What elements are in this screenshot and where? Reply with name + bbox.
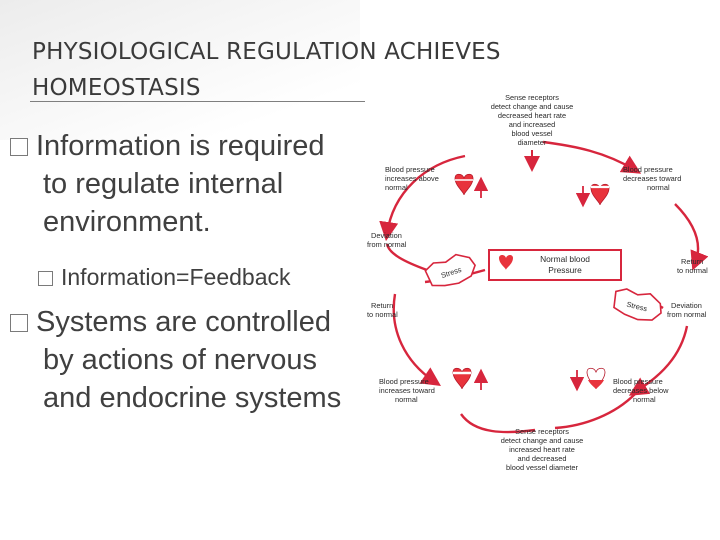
stress-badge: Stress (613, 288, 662, 321)
receptor-text: detect change and cause (491, 102, 574, 111)
bp-text: Blood pressure (623, 165, 673, 174)
bullet-square-icon (10, 138, 28, 156)
title-line-1: PHYSIOLOGICAL REGULATION ACHIEVES (32, 39, 501, 65)
bullet-line: Information is required (36, 130, 325, 162)
return-text: Return (371, 301, 393, 310)
receptor-text: diameter (518, 138, 547, 147)
bp-text: normal (385, 183, 408, 192)
loop-arrow (554, 393, 636, 430)
bp-text: Blood pressure (379, 377, 429, 386)
bullet-line: environment. (43, 206, 211, 238)
heart-icon (454, 173, 474, 196)
loop-arrow (379, 154, 466, 242)
loop-arrow (460, 413, 536, 434)
return-text: to normal (677, 266, 708, 275)
title-line-2: HOMEOSTASIS (32, 75, 201, 101)
normal-bp-label: Normal blood (540, 254, 590, 264)
deviation-text: from normal (667, 310, 707, 319)
bullet-line: by actions of nervous (43, 344, 318, 376)
normal-bp-label: Pressure (548, 265, 582, 275)
bullet-square-icon (10, 314, 28, 332)
deviation-text: from normal (367, 240, 407, 249)
loop-arrow (392, 293, 441, 386)
loop-arrow (385, 243, 428, 272)
deviation-text: Deviation (371, 231, 402, 240)
corner-shade (0, 0, 360, 140)
receptor-text: Sense receptors (515, 427, 569, 436)
loop-arrow (542, 140, 642, 174)
return-text: Return (681, 257, 703, 266)
bullet-line: to regulate internal (43, 168, 284, 200)
heart-icon (452, 367, 472, 390)
diagram-svg: Normal blood Pressure Sense receptors de… (367, 94, 709, 472)
loop-arrow (674, 203, 709, 271)
sub-bullet-text: Information=Feedback (61, 264, 291, 290)
bp-text: normal (395, 395, 418, 404)
title-divider (30, 101, 690, 102)
bp-text: decreases below (613, 386, 669, 395)
receptor-text: detect change and cause (501, 436, 584, 445)
bp-text: Blood pressure (385, 165, 435, 174)
receptor-text: decreased heart rate (498, 111, 566, 120)
bp-text: normal (633, 395, 656, 404)
sub-bullet-feedback: Information=Feedback (38, 263, 291, 291)
receptor-text: blood vessel (511, 129, 552, 138)
page-title: PHYSIOLOGICAL REGULATION ACHIEVES HOMEOS… (32, 34, 632, 106)
bullet-information: Information is required to regulate inte… (10, 127, 325, 241)
bp-text: Blood pressure (613, 377, 663, 386)
stress-badge: Stress (424, 253, 476, 287)
receptor-text: increased heart rate (509, 445, 575, 454)
loop-arrow (628, 325, 689, 396)
bullet-systems: Systems are controlled by actions of ner… (10, 303, 341, 417)
bp-text: increases toward (379, 386, 435, 395)
normal-bp-box (488, 249, 622, 281)
homeostasis-diagram: Normal blood Pressure Sense receptors de… (365, 94, 720, 486)
bullet-square-icon (38, 271, 53, 286)
bullet-line: and endocrine systems (43, 382, 342, 414)
receptor-text: Sense receptors (505, 94, 559, 102)
bp-text: normal (647, 183, 670, 192)
bp-text: increases above (385, 174, 439, 183)
return-text: to normal (367, 310, 398, 319)
bullet-line: Systems are controlled (36, 306, 331, 338)
heart-icon (499, 255, 513, 270)
receptor-text: and increased (509, 120, 555, 129)
bp-text: decreases toward (623, 174, 681, 183)
deviation-text: Deviation (671, 301, 702, 310)
receptor-text: blood vessel diameter (506, 463, 578, 472)
receptor-text: and decreased (518, 454, 567, 463)
